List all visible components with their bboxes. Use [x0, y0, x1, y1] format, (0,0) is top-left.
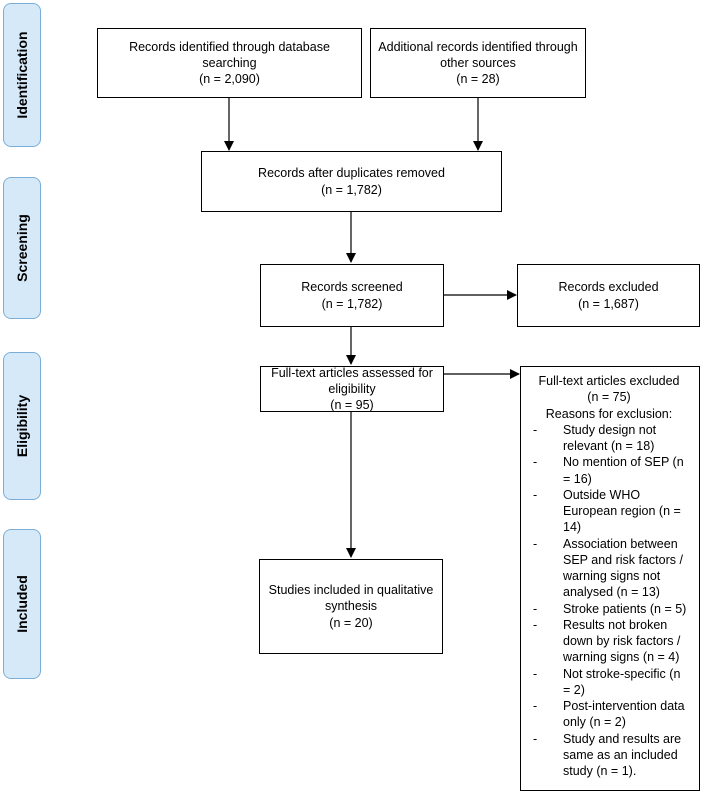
- records-other-sources-count: (n = 28): [456, 72, 500, 87]
- studies-included-box: Studies included in qualitative synthesi…: [259, 559, 443, 654]
- records-excluded-label: Records excluded: [558, 280, 659, 295]
- fulltext-excluded-label: Full-text articles excluded: [538, 374, 680, 388]
- studies-included-count: (n = 20): [329, 615, 373, 630]
- studies-included-label: Studies included in qualitative synthesi…: [268, 583, 434, 614]
- exclusion-reasons-title: Reasons for exclusion:: [545, 406, 673, 421]
- stage-eligibility: Eligibility: [3, 352, 41, 500]
- fulltext-assessed-count: (n = 95): [330, 398, 374, 413]
- records-database-count: (n = 2,090): [199, 72, 260, 87]
- fulltext-excluded-count: (n = 75): [587, 390, 631, 405]
- fulltext-assessed-box: Full-text articles assessed for eligibil…: [260, 366, 444, 412]
- records-after-duplicates-count: (n = 1,782): [321, 182, 382, 197]
- exclusion-reason-item: Association between SEP and risk factors…: [527, 536, 691, 601]
- records-screened-box: Records screened (n = 1,782): [260, 264, 444, 327]
- exclusion-reason-item: Post-intervention data only (n = 2): [527, 698, 691, 731]
- records-other-sources-box: Additional records identified through ot…: [370, 28, 586, 98]
- exclusion-reason-item: No mention of SEP (n = 16): [527, 454, 691, 487]
- exclusion-reason-item: Outside WHO European region (n = 14): [527, 487, 691, 536]
- fulltext-assessed-label: Full-text articles assessed for eligibil…: [271, 365, 433, 396]
- records-excluded-count: (n = 1,687): [578, 296, 639, 311]
- records-database-label: Records identified through database sear…: [129, 39, 330, 70]
- stage-included: Included: [3, 529, 41, 679]
- exclusion-reason-item: Results not broken down by risk factors …: [527, 617, 691, 666]
- exclusion-reason-item: Stroke patients (n = 5): [527, 601, 691, 618]
- records-after-duplicates-box: Records after duplicates removed (n = 1,…: [201, 151, 502, 212]
- exclusion-reasons-list: Study design not relevant (n = 18) No me…: [527, 422, 691, 780]
- stage-screening: Screening: [3, 177, 41, 319]
- records-other-sources-label: Additional records identified through ot…: [378, 39, 578, 70]
- records-screened-label: Records screened: [301, 280, 403, 295]
- records-excluded-box: Records excluded (n = 1,687): [517, 264, 700, 327]
- exclusion-reason-item: Study design not relevant (n = 18): [527, 422, 691, 455]
- records-database-box: Records identified through database sear…: [97, 28, 362, 98]
- fulltext-excluded-box: Full-text articles excluded (n = 75) Rea…: [520, 366, 700, 791]
- records-screened-count: (n = 1,782): [321, 296, 383, 311]
- records-after-duplicates-label: Records after duplicates removed: [258, 166, 445, 181]
- exclusion-reason-item: Not stroke-specific (n = 2): [527, 666, 691, 699]
- stage-identification: Identification: [3, 3, 41, 147]
- exclusion-reason-item: Study and results are same as an include…: [527, 731, 691, 780]
